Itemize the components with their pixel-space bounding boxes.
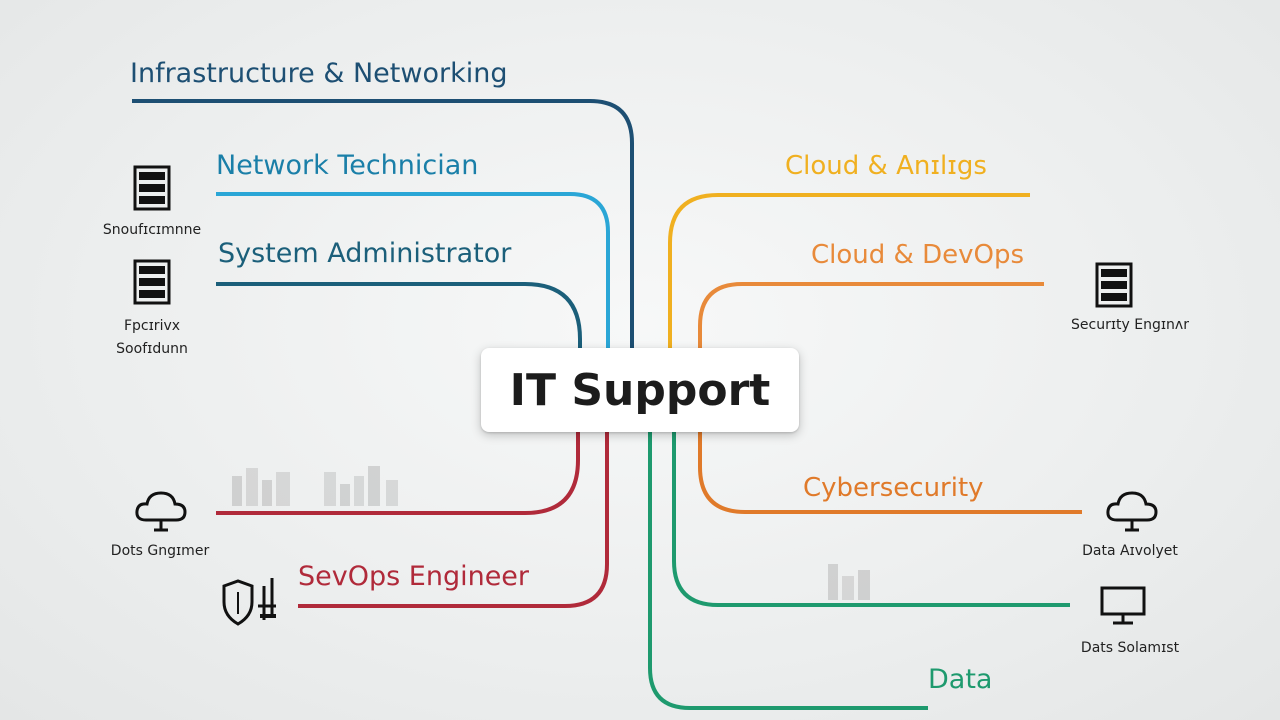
line-data-analyst — [672, 430, 1070, 607]
branch-system-administrator: System Administrator — [218, 238, 512, 269]
shield-icon — [222, 578, 276, 626]
central-node: IT Support — [481, 348, 799, 432]
branch-cybersecurity: Cybersecurity — [803, 473, 984, 503]
cloud-icon — [135, 491, 187, 532]
line-system-administrator — [216, 282, 582, 352]
line-cloud-devops — [698, 282, 1044, 352]
ghost-figures-right — [828, 564, 870, 600]
server-mid-caption-line2: Soofɪdunn — [116, 341, 188, 357]
cloud-left-caption: Dots Gngɪmer — [110, 543, 210, 559]
ghost-figures-left — [232, 468, 290, 506]
line-sevops — [298, 430, 609, 608]
line-infrastructure — [132, 99, 634, 352]
branch-data: Data — [928, 664, 993, 695]
monitor-icon — [1100, 586, 1146, 625]
line-cloud-analytics — [668, 193, 1030, 352]
cloud-right-caption: Data Aɪvolyet — [1082, 543, 1178, 559]
branch-sevops-engineer: SevOps Engineer — [298, 561, 530, 592]
branch-cloud-devops: Cloud & DevOps — [811, 240, 1024, 270]
line-cybersecurity — [698, 430, 1082, 514]
cloud-icon — [1106, 491, 1158, 532]
server-icon — [133, 259, 171, 305]
line-data-engineer — [216, 430, 580, 515]
server-mid-caption-line1: Fpcɪrivx — [123, 318, 181, 334]
line-data — [648, 430, 928, 710]
central-label: IT Support — [509, 364, 771, 416]
line-network-technician — [216, 192, 610, 352]
monitor-right-caption: Dats Solamɪst — [1080, 640, 1180, 656]
server-top-caption: Snoufɪcɪmnne — [102, 222, 202, 238]
server-icon — [133, 165, 171, 211]
branch-cloud-analytics: Cloud & Anɪlɪgs — [785, 151, 987, 181]
branch-infrastructure: Infrastructure & Networking — [130, 58, 508, 89]
branch-network-technician: Network Technician — [216, 150, 479, 181]
ghost-figures-middle — [324, 466, 398, 506]
server-icon — [1095, 262, 1133, 308]
server-right-caption: Securɪty Engɪnʌr — [1071, 317, 1189, 333]
